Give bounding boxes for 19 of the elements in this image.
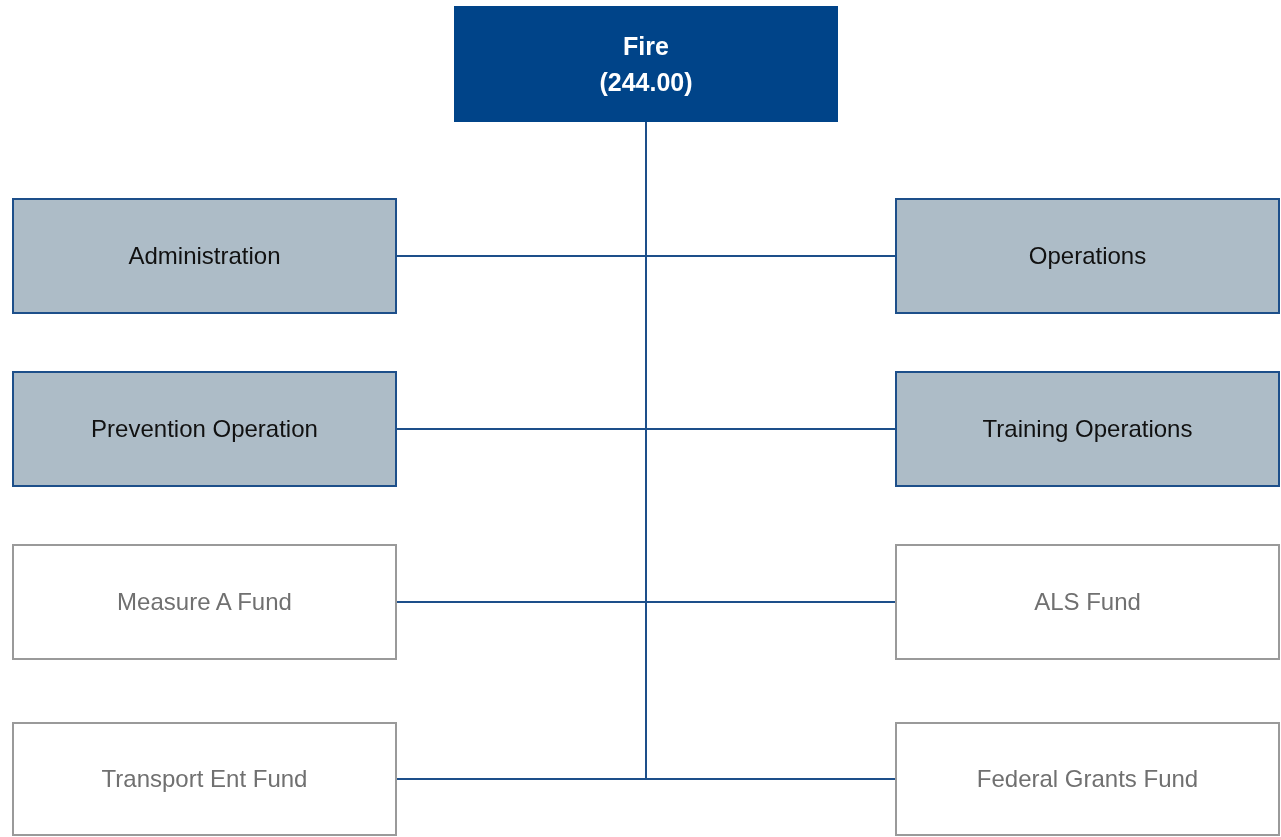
node-label: ALS Fund bbox=[1034, 587, 1141, 617]
node-label: (244.00) bbox=[599, 67, 693, 98]
department-box bbox=[12, 198, 397, 314]
node-label: Training Operations bbox=[982, 414, 1193, 444]
node-label: Administration bbox=[128, 241, 281, 271]
department-box bbox=[12, 371, 397, 487]
fund-box bbox=[12, 722, 397, 836]
node-label: Prevention Operation bbox=[91, 414, 318, 444]
fund-box bbox=[895, 544, 1280, 660]
node-label: Fire bbox=[623, 31, 669, 62]
node-label: Measure A Fund bbox=[117, 587, 292, 617]
fund-box bbox=[12, 544, 397, 660]
node-label: Operations bbox=[1028, 241, 1147, 271]
department-box bbox=[454, 6, 838, 122]
node-label: Transport Ent Fund bbox=[101, 764, 308, 794]
department-box bbox=[895, 198, 1280, 314]
department-box bbox=[895, 371, 1280, 487]
fund-box bbox=[895, 722, 1280, 836]
node-label: Federal Grants Fund bbox=[976, 764, 1199, 794]
